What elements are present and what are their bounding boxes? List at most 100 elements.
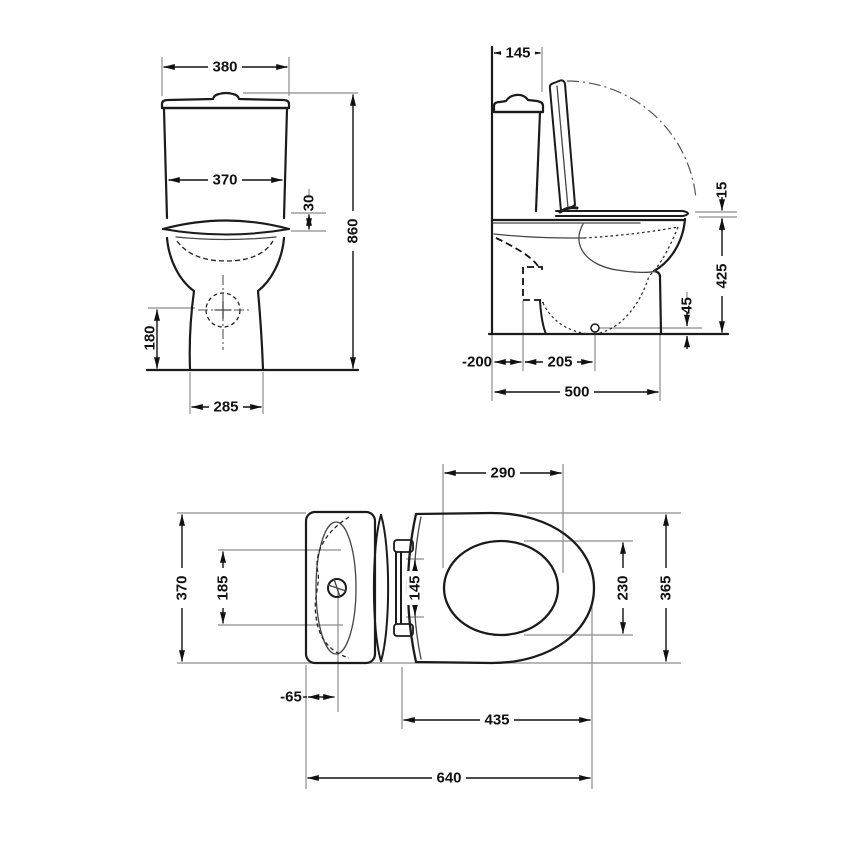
dimension-cistern-width: 370	[168, 172, 283, 189]
seat-opening	[442, 539, 560, 637]
dimension-cistern-width-top: 370	[174, 514, 191, 662]
cistern-front-edge	[534, 110, 542, 213]
bowl-left-edge	[165, 236, 196, 371]
cistern-hidden-curve	[314, 516, 350, 659]
label-bg	[501, 45, 535, 61]
lid-swing-arc	[566, 80, 697, 200]
dimension-base-width: 285	[191, 399, 262, 416]
dimension-label: -200	[462, 354, 492, 371]
seat-profile	[555, 210, 689, 217]
dimension-pan-width: 365	[658, 514, 675, 662]
inlet-valve-circle	[327, 578, 347, 598]
dimension-label: 365	[658, 575, 675, 600]
label-bg	[208, 59, 242, 75]
bowl-hidden-front	[648, 226, 679, 277]
dimension-label: 45	[679, 297, 696, 314]
dimension-hinge-centres: 145	[407, 560, 424, 616]
dimension-outlet-height: 45	[679, 297, 696, 349]
dimension-pan-length: 435	[403, 712, 591, 729]
toilet-top-outline	[304, 510, 596, 665]
dimension-label: 145	[407, 575, 424, 600]
label-bg	[486, 465, 520, 481]
dimension-setout-back: -200	[462, 354, 522, 371]
dimension-opening-width: 230	[615, 542, 632, 634]
dimension-overall-depth: 500	[494, 384, 659, 401]
label-bg	[209, 399, 243, 415]
supply-hidden-line	[495, 237, 539, 267]
dimension-label: 180	[142, 325, 159, 350]
raised-lid-inner-line	[556, 85, 569, 209]
dimension-label: 425	[714, 263, 731, 288]
dimension-trap-centre-height: 180	[142, 309, 160, 369]
dimension-label: 640	[436, 770, 461, 787]
outlet-circle	[590, 323, 600, 333]
cistern-top-outline	[304, 510, 377, 665]
dimension-overall-height: 860	[345, 94, 362, 369]
label-bg	[714, 256, 730, 296]
hinge-bracket	[393, 539, 414, 553]
dimension-label: 205	[547, 354, 572, 371]
pedestal-front-edge	[652, 269, 663, 336]
toilet-side-outline	[487, 45, 730, 336]
dimension-label: -65	[280, 689, 302, 706]
dimension-label: 285	[213, 399, 238, 416]
extension-lines	[148, 57, 358, 414]
top-view: 290 370 185 145 230 365	[174, 464, 681, 789]
front-view: 380 370 30 860 180 285	[142, 57, 362, 416]
side-view: 145 15 425 45 -200 205 500	[462, 45, 737, 401]
dimension-inlet-offset: -65	[280, 689, 335, 706]
dimension-label: 230	[615, 575, 632, 600]
dimension-label: 185	[215, 575, 232, 600]
label-bg	[615, 568, 631, 608]
dimension-label: 15	[714, 182, 731, 199]
cistern-right-edge	[282, 107, 289, 220]
inlet-valve-cross-v	[333, 578, 341, 598]
dimension-seat-height: 425	[714, 218, 731, 333]
hinge-bracket	[393, 623, 414, 637]
dimension-label: 290	[490, 465, 515, 482]
extension-lines	[491, 47, 737, 401]
dimension-label: 30	[301, 195, 318, 212]
dimension-label: 370	[174, 575, 191, 600]
cistern-lid-front	[160, 91, 291, 110]
label-bg	[215, 568, 231, 608]
bowl-hidden-underside	[583, 226, 679, 239]
dimension-label: 370	[212, 172, 237, 189]
dimension-label: 860	[345, 218, 362, 243]
cistern-left-edge	[162, 107, 169, 220]
label-bg	[658, 568, 674, 608]
pedestal-rear-edge	[539, 300, 547, 335]
raised-lid-top-right	[380, 514, 390, 662]
raised-lid-top-left	[372, 514, 382, 662]
dimension-cistern-depth: 145	[493, 45, 541, 62]
label-bg	[432, 770, 466, 786]
label-bg	[560, 384, 594, 400]
label-bg	[480, 712, 514, 728]
seat-underside-line	[493, 233, 585, 239]
toilet-front-outline	[145, 91, 360, 372]
dimension-label: 145	[505, 45, 530, 62]
cistern-lid-side	[492, 93, 545, 114]
dimension-seat-gap: 30	[301, 195, 318, 230]
bowl-inner-curve	[578, 223, 657, 274]
dimension-inlet-span: 185	[215, 551, 232, 624]
dimension-label: 500	[564, 384, 589, 401]
dimension-label: 435	[484, 712, 509, 729]
inlet-hidden-box	[522, 266, 544, 303]
dimension-label: 380	[212, 59, 237, 76]
label-bg	[345, 211, 361, 251]
bowl-front-curve	[652, 217, 687, 273]
cistern-inner-cavity	[315, 521, 357, 655]
seat-bottom-edge	[162, 228, 290, 236]
inner-rim-hidden-line	[176, 240, 274, 262]
label-bg	[543, 354, 577, 370]
label-bg	[174, 568, 190, 608]
bowl-right-edge	[256, 236, 286, 371]
label-bg	[407, 571, 423, 605]
seat-ring-outline	[406, 511, 596, 665]
seat-under-line	[175, 236, 277, 241]
seat-top-edge	[161, 219, 291, 231]
dimension-overall-length: 640	[307, 770, 591, 787]
